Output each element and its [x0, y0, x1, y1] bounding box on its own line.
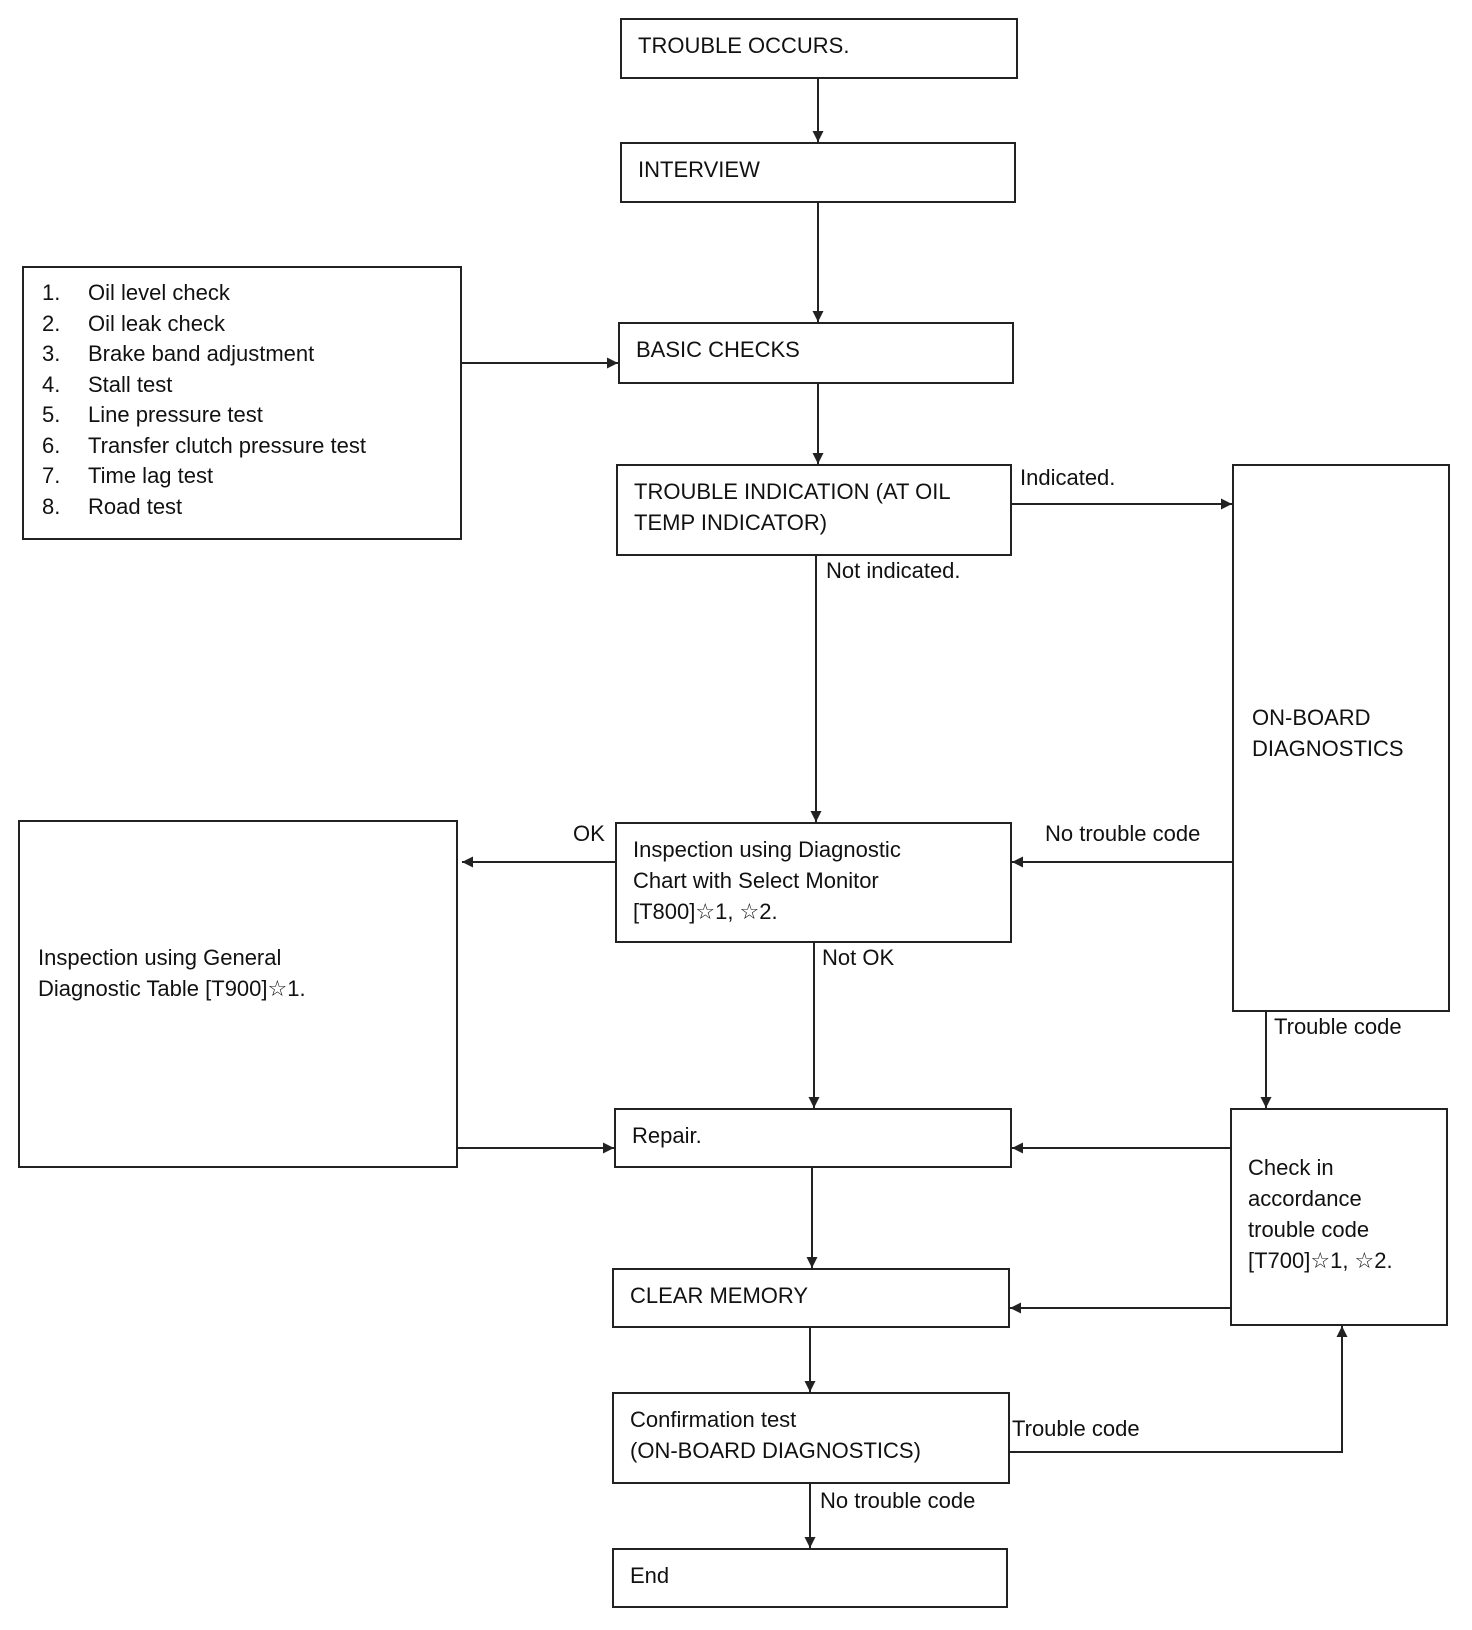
- edge-label-indicated: Indicated.: [1020, 465, 1116, 490]
- edge-label-ok: OK: [573, 821, 605, 846]
- node-line: End: [630, 1563, 670, 1588]
- node-line: accordance: [1248, 1186, 1362, 1211]
- list-item: 5. Line pressure test: [42, 400, 442, 431]
- list-item-text: Oil level check: [88, 280, 230, 305]
- list-item-text: Time lag test: [88, 463, 214, 488]
- list-item-text: Transfer clutch pressure test: [88, 432, 366, 458]
- node-trouble-indication: TROUBLE INDICATION (AT OIL TEMP INDICATO…: [616, 464, 1012, 556]
- list-item: 6. Transfer clutch pressure test: [42, 431, 442, 462]
- node-line: Repair.: [632, 1123, 702, 1148]
- arrow-confirmation-to-check-code: [1010, 1326, 1348, 1453]
- list-item-text: Oil leak check: [88, 310, 225, 336]
- node-end: End: [612, 1548, 1008, 1608]
- list-item: 4. Stall test: [42, 370, 442, 401]
- node-line: (ON-BOARD DIAGNOSTICS): [630, 1438, 921, 1463]
- node-line: Inspection using Diagnostic: [633, 837, 901, 862]
- node-basic-checks: BASIC CHECKS: [618, 322, 1014, 384]
- list-item-text: Line pressure test: [88, 402, 263, 427]
- edge-label-trouble-code-confirm: Trouble code: [1012, 1416, 1140, 1441]
- node-inspection-general-table: Inspection using General Diagnostic Tabl…: [18, 820, 458, 1168]
- node-line: Inspection using General: [38, 945, 282, 970]
- node-clear-memory: CLEAR MEMORY: [612, 1268, 1010, 1328]
- node-line: trouble code: [1248, 1217, 1370, 1242]
- node-line: ON-BOARD: [1252, 705, 1371, 730]
- list-item-text: Stall test: [88, 371, 173, 397]
- edge-label-not-indicated: Not indicated.: [826, 558, 961, 583]
- node-line: Chart with Select Monitor: [633, 868, 879, 893]
- list-item-number: 8.: [42, 493, 61, 519]
- list-item: 8. Road test: [42, 492, 442, 523]
- node-line: TEMP INDICATOR): [634, 510, 828, 535]
- list-item-number: 1.: [42, 280, 61, 305]
- node-repair: Repair.: [614, 1108, 1012, 1168]
- node-line: Confirmation test: [630, 1407, 797, 1432]
- list-item: 7. Time lag test: [42, 461, 442, 492]
- list-item-number: 6.: [42, 432, 61, 458]
- list-item: 2. Oil leak check: [42, 309, 442, 340]
- list-item-text: Road test: [88, 493, 183, 519]
- node-line: INTERVIEW: [638, 157, 760, 182]
- list-item-number: 4.: [42, 371, 61, 397]
- node-basic-checks-list: 1. Oil level check 2. Oil leak check 3. Bra…: [22, 266, 462, 540]
- list-item: 3. Brake band adjustment: [42, 339, 442, 370]
- node-line: [T800]☆1, ☆2.: [633, 899, 778, 924]
- node-interview: INTERVIEW: [620, 142, 1016, 203]
- list-item: 1. Oil level check: [42, 278, 442, 309]
- edge-label-no-trouble-code-obd: No trouble code: [1045, 821, 1201, 846]
- node-line: TROUBLE OCCURS.: [638, 33, 850, 58]
- list-item-number: 2.: [42, 310, 61, 336]
- node-confirmation-test: Confirmation test (ON-BOARD DIAGNOSTICS): [612, 1392, 1010, 1484]
- node-on-board-diagnostics: ON-BOARD DIAGNOSTICS: [1232, 464, 1450, 1012]
- node-line: Diagnostic Table [T900]☆1.: [38, 976, 306, 1001]
- edge-label-not-ok: Not OK: [822, 945, 895, 970]
- node-line: Check in: [1248, 1155, 1334, 1180]
- edge-label-trouble-code-obd: Trouble code: [1274, 1014, 1402, 1039]
- list-item-number: 3.: [42, 341, 61, 366]
- node-line: [T700]☆1, ☆2.: [1248, 1248, 1393, 1273]
- node-trouble-occurs: TROUBLE OCCURS.: [620, 18, 1018, 79]
- node-line: BASIC CHECKS: [636, 337, 800, 362]
- list-item-text: Brake band adjustment: [88, 341, 315, 366]
- node-line: TROUBLE INDICATION (AT OIL: [634, 479, 951, 504]
- list-item-number: 7.: [42, 463, 61, 488]
- node-line: CLEAR MEMORY: [630, 1283, 809, 1308]
- edge-label-no-trouble-code-confirm: No trouble code: [820, 1488, 976, 1513]
- node-inspection-select-monitor: Inspection using Diagnostic Chart with S…: [615, 822, 1012, 943]
- list-item-number: 5.: [42, 402, 61, 427]
- node-check-trouble-code: Check in accordance trouble code [T700]☆…: [1230, 1108, 1448, 1326]
- node-line: DIAGNOSTICS: [1252, 736, 1404, 761]
